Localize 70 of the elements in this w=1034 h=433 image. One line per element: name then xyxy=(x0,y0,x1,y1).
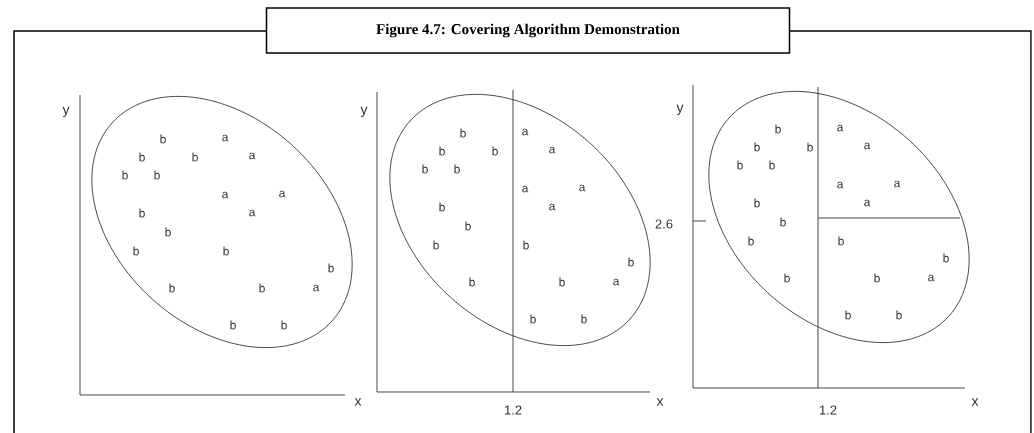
point-label: b xyxy=(784,273,790,283)
point-label: b xyxy=(628,257,634,267)
point-label: b xyxy=(469,277,475,287)
point-label: b xyxy=(769,160,775,170)
point-label: b xyxy=(133,246,139,256)
point-label: b xyxy=(737,160,743,170)
point-label: a xyxy=(549,203,556,211)
point-label: a xyxy=(249,152,256,160)
point-label: b xyxy=(943,253,949,263)
point-label: b xyxy=(328,263,334,273)
point-label: b xyxy=(139,152,145,162)
point-label: b xyxy=(439,202,445,212)
point-label: a xyxy=(837,124,844,132)
point-label: b xyxy=(530,314,536,324)
axis-label: x xyxy=(354,398,362,406)
tick-label: 1.2 xyxy=(819,405,837,415)
point-label: b xyxy=(223,246,229,256)
point-label: b xyxy=(492,146,498,156)
point-label: a xyxy=(837,181,844,189)
point-label: b xyxy=(259,283,265,293)
point-label: a xyxy=(279,190,286,198)
axis-label: y xyxy=(360,106,368,118)
point-label: a xyxy=(579,184,586,192)
point-label: b xyxy=(160,134,166,144)
axis-label: y xyxy=(676,104,684,116)
point-label: b xyxy=(748,236,754,246)
point-label: b xyxy=(807,142,813,152)
point-label: a xyxy=(613,278,620,286)
point-label: b xyxy=(139,208,145,218)
tick-label: 1.2 xyxy=(504,405,522,415)
point-label: b xyxy=(230,320,236,330)
point-label: b xyxy=(122,170,128,180)
point-label: b xyxy=(523,240,529,250)
point-label: b xyxy=(454,164,460,174)
point-label: b xyxy=(581,314,587,324)
point-label: a xyxy=(928,274,935,282)
point-label: b xyxy=(845,310,851,320)
point-label: a xyxy=(864,142,871,150)
point-label: b xyxy=(780,217,786,227)
point-label: b xyxy=(465,221,471,231)
point-label: b xyxy=(165,227,171,237)
point-label: a xyxy=(313,284,320,292)
point-label: a xyxy=(549,146,556,154)
axis-label: x xyxy=(971,398,979,406)
point-label: a xyxy=(864,199,871,207)
point-label: b xyxy=(154,170,160,180)
point-label: b xyxy=(460,128,466,138)
point-label: b xyxy=(896,310,902,320)
point-label: a xyxy=(222,134,229,142)
point-label: b xyxy=(838,236,844,246)
point-label: a xyxy=(894,180,901,188)
axis-label: x xyxy=(656,398,664,406)
point-label: b xyxy=(874,273,880,283)
point-label: b xyxy=(433,240,439,250)
point-label: b xyxy=(281,320,287,330)
axis-label: y xyxy=(62,106,70,118)
point-label: b xyxy=(754,198,760,208)
point-label: b xyxy=(775,124,781,134)
tick-label: 2.6 xyxy=(655,219,673,229)
point-label: a xyxy=(522,185,529,193)
point-label: a xyxy=(522,128,529,136)
point-label: b xyxy=(439,146,445,156)
point-label: b xyxy=(754,142,760,152)
title-box: Figure 4.7: Covering Algorithm Demonstration xyxy=(265,7,791,54)
point-label: b xyxy=(192,152,198,162)
point-label: b xyxy=(422,164,428,174)
point-label: a xyxy=(222,191,229,199)
point-label: b xyxy=(559,277,565,287)
point-label: a xyxy=(249,209,256,217)
point-label: b xyxy=(169,283,175,293)
